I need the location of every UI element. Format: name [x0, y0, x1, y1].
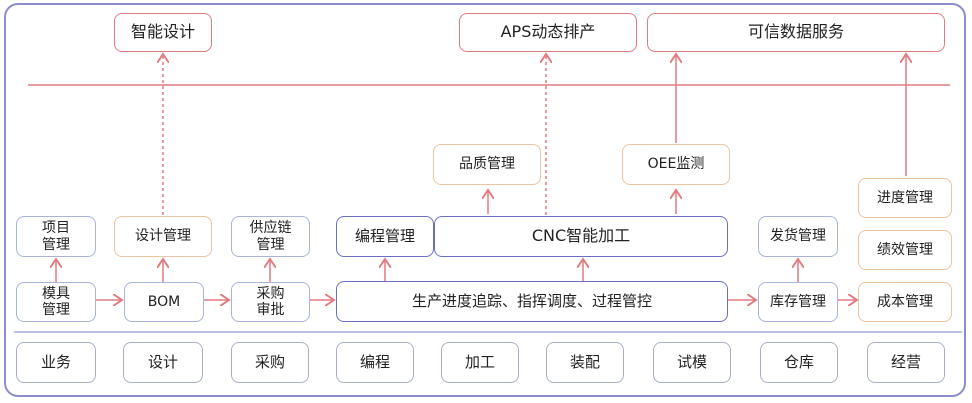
cnc-machining-box[interactable]: CNC智能加工: [434, 216, 728, 257]
design-mgmt-box[interactable]: 设计管理: [114, 216, 212, 257]
diagram-frame: [4, 3, 966, 397]
aps-scheduling-box[interactable]: APS动态排产: [459, 13, 637, 52]
oee-monitor-box[interactable]: OEE监测: [622, 144, 730, 185]
programming-mgmt-box[interactable]: 编程管理: [336, 216, 434, 257]
shipping-mgmt-box[interactable]: 发货管理: [758, 216, 838, 257]
inventory-mgmt-box[interactable]: 库存管理: [758, 282, 838, 322]
domain-purchase[interactable]: 采购: [231, 342, 309, 383]
quality-mgmt-box[interactable]: 品质管理: [433, 144, 541, 185]
domain-mold-trial[interactable]: 试模: [653, 342, 731, 383]
domain-business[interactable]: 业务: [16, 342, 96, 383]
supply-chain-box[interactable]: 供应链 管理: [231, 216, 310, 257]
domain-machining[interactable]: 加工: [441, 342, 519, 383]
trusted-data-service-box[interactable]: 可信数据服务: [647, 13, 945, 52]
performance-mgmt-box[interactable]: 绩效管理: [858, 230, 952, 270]
domain-warehouse[interactable]: 仓库: [760, 342, 838, 383]
domain-design[interactable]: 设计: [123, 342, 203, 383]
smart-design-box[interactable]: 智能设计: [114, 13, 212, 52]
purchase-approval-box[interactable]: 采购 审批: [231, 282, 310, 322]
mold-mgmt-box[interactable]: 模具 管理: [16, 282, 96, 322]
domain-assembly[interactable]: 装配: [546, 342, 624, 383]
production-control-box[interactable]: 生产进度追踪、指挥调度、过程管控: [336, 281, 728, 322]
project-mgmt-box[interactable]: 项目 管理: [16, 216, 96, 257]
cost-mgmt-box[interactable]: 成本管理: [858, 282, 952, 322]
domain-operations[interactable]: 经营: [867, 342, 945, 383]
domain-programming[interactable]: 编程: [336, 342, 414, 383]
progress-mgmt-box[interactable]: 进度管理: [858, 178, 952, 218]
bom-box[interactable]: BOM: [124, 282, 204, 322]
